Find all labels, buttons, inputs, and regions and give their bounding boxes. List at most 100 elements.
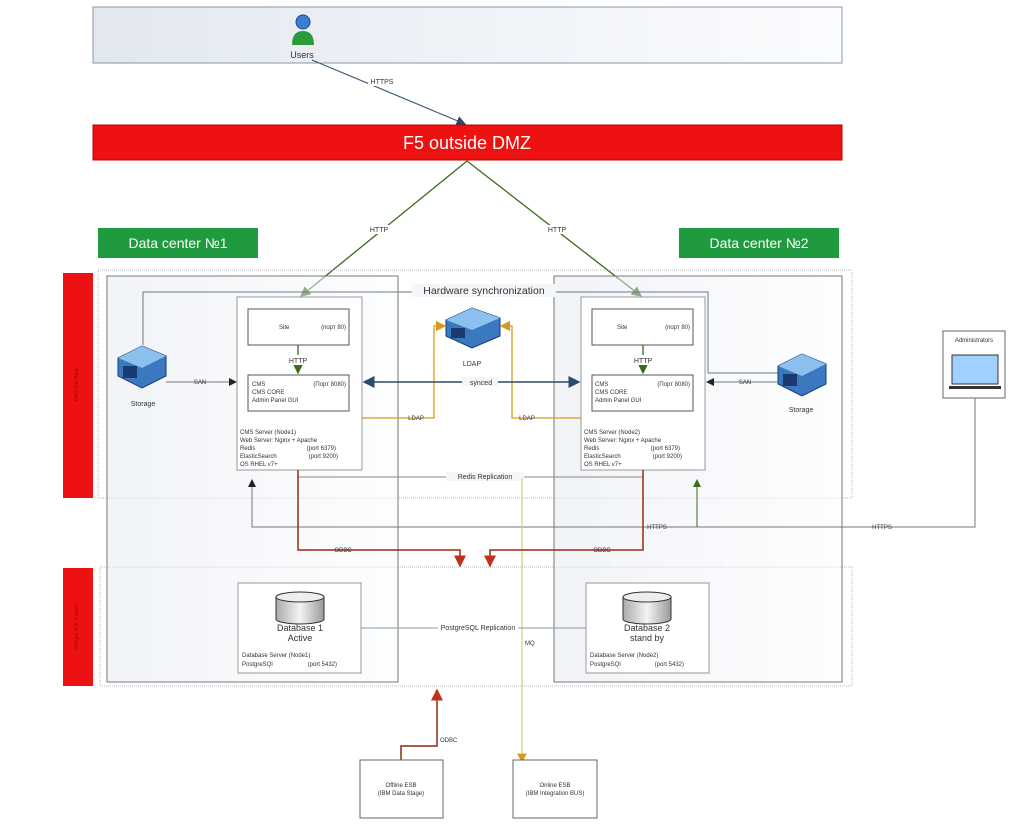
es-label: ElasticSearch [240, 454, 277, 460]
redis-replication-label: Redis Replication [458, 474, 513, 481]
f5-bar [92, 124, 843, 161]
zone-cms-bar [63, 273, 93, 498]
db-engine-label: PostgreSQl [590, 662, 621, 668]
odbc-right-line [484, 470, 644, 568]
mq-label: MQ [525, 641, 535, 647]
odbc-left-label: ODBC [334, 548, 352, 554]
esb-line1: Offline ESB [386, 783, 417, 789]
admin-panel-label: Admin Panel GUI [252, 398, 299, 404]
ldap-server-icon [445, 307, 501, 349]
web-server-label: Web Server: Nginx + Apache [240, 438, 318, 444]
db-port: (port 5432) [655, 662, 684, 668]
users-label: Users [290, 50, 314, 60]
odbc-right-label: ODBC [593, 548, 611, 554]
esb-line1: Online ESB [539, 783, 570, 789]
db-name: Database 2 [624, 623, 670, 633]
database-1: Database 1 Active Database Server (Node1… [237, 582, 362, 674]
database-cylinder-icon [275, 591, 325, 625]
es-port: (port 9200) [653, 454, 682, 460]
odbc-left-line [297, 470, 466, 568]
esb-line2: (IBM Integration BUS) [526, 791, 585, 797]
administrators-box[interactable]: Administrators [942, 330, 1006, 399]
users-icon [292, 14, 314, 45]
zone-cms-label: CMS Site Web [74, 368, 80, 401]
database-cylinder-icon [622, 591, 672, 625]
https-admin-label-2: HTTPS [872, 525, 892, 531]
odbc-offline-label: ODBC [440, 738, 458, 744]
http-left-label: HTTP [370, 227, 389, 234]
online-esb-box: Online ESB (IBM Integration BUS) [512, 759, 598, 819]
cms-box [247, 374, 350, 412]
db-state: Active [288, 633, 313, 643]
zone-db-bar [63, 568, 93, 686]
db-server-label: Database Server (Node2) [590, 653, 658, 659]
https-users-line [311, 59, 467, 126]
https-admin-line [248, 398, 976, 528]
cms-zone-outline [97, 269, 853, 499]
synced-label: synced [470, 380, 492, 387]
laptop-icon [949, 354, 1001, 389]
https-admin-label-1: HTTPS [647, 525, 667, 531]
site-label: Site [279, 325, 290, 331]
db-name: Database 1 [277, 623, 323, 633]
site-port: (порт 80) [665, 325, 690, 331]
storage-left-icon [117, 345, 167, 389]
redis-port: (port 6379) [307, 446, 336, 452]
cms-core-label: CMS CORE [595, 390, 627, 396]
datacenter-1-label: Data center №1 [128, 235, 227, 251]
cms-label: CMS [252, 382, 265, 388]
site-box [247, 308, 350, 346]
database-2: Database 2 stand by Database Server (Nod… [585, 582, 710, 674]
admin-panel-label: Admin Panel GUI [595, 398, 642, 404]
es-label: ElasticSearch [584, 454, 621, 460]
ldap-label: LDAP [463, 361, 482, 368]
server-label: CMS Server (Node1) [240, 430, 296, 436]
storage-right-icon [777, 353, 827, 397]
storage-left-label: Storage [131, 401, 156, 408]
http-right-label: HTTP [548, 227, 567, 234]
redis-port: (port 6379) [651, 446, 680, 452]
os-label: OS RHEL v7+ [240, 462, 278, 468]
site-box [591, 308, 694, 346]
users-zone [92, 6, 843, 64]
redis-label: Redis [584, 446, 599, 452]
http-internal-label: HTTP [289, 358, 308, 365]
cms-box [591, 374, 694, 412]
cms-node-1: Site (порт 80) HTTP CMS (Порт 8080) CMS … [236, 296, 363, 471]
storage-right-label: Storage [789, 407, 814, 414]
site-label: Site [617, 325, 628, 331]
san-left-label: SAN [194, 380, 206, 386]
web-server-label: Web Server: Nginx + Apache [584, 438, 662, 444]
hardware-sync-line [142, 291, 778, 374]
administrators-label: Administrators [955, 338, 993, 344]
db-port: (port 5432) [308, 662, 337, 668]
datacenter-2-badge [679, 228, 839, 258]
db-state: stand by [630, 633, 665, 643]
cms-port: (Порт 8080) [657, 382, 690, 388]
f5-label: F5 outside DMZ [403, 133, 531, 153]
db-engine-label: PostgreSQl [242, 662, 273, 668]
san-right-label: SAN [739, 380, 751, 386]
datacenter-1-badge [98, 228, 258, 258]
cms-label: CMS [595, 382, 608, 388]
http-internal-label: HTTP [634, 358, 653, 365]
redis-label: Redis [240, 446, 255, 452]
zone-db-label: Postgre SQL Cluster [74, 604, 80, 650]
ldap-left-label: LDAP [408, 416, 424, 422]
odbc-offline-line [400, 688, 443, 760]
cms-port: (Порт 8080) [313, 382, 346, 388]
db-zone-outline [99, 566, 853, 687]
esb-line2: (IBM Data Stage) [378, 791, 424, 797]
hardware-sync-label: Hardware synchronization [423, 285, 545, 297]
datacenter-2-label: Data center №2 [709, 235, 808, 251]
https-users-label: HTTPS [371, 79, 394, 86]
cms-core-label: CMS CORE [252, 390, 284, 396]
postgres-replication-label: PostgreSQL Replication [441, 625, 516, 632]
server-label: CMS Server (Node2) [584, 430, 640, 436]
ldap-right-label: LDAP [519, 416, 535, 422]
cms-node-2: Site (порт 80) HTTP CMS (Порт 8080) CMS … [580, 296, 706, 471]
os-label: OS RHEL v7+ [584, 462, 622, 468]
site-port: (порт 80) [321, 325, 346, 331]
